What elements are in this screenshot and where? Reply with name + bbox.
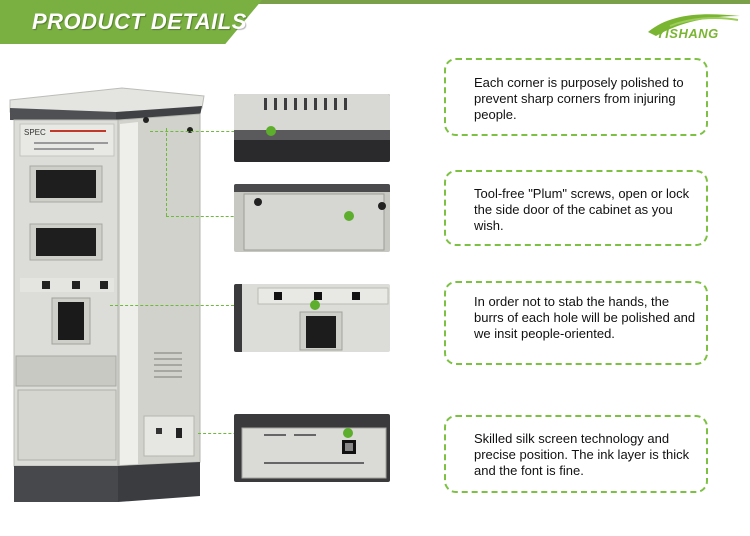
page-title: PRODUCT DETAILS — [32, 9, 247, 34]
detail-photo-screws — [234, 184, 390, 252]
brand-logo — [648, 14, 740, 36]
panel-brand: SPEC — [24, 128, 46, 137]
feature-text-holes: In order not to stab the hands, the burr… — [474, 294, 696, 341]
callout-dot-3 — [310, 300, 320, 310]
logo-swoosh — [648, 14, 740, 36]
callout-dot-2 — [344, 211, 354, 221]
feature-text-corner: Each corner is purposely polished to pre… — [474, 75, 684, 122]
title-ribbon — [0, 0, 262, 44]
feature-text-silkscreen: Skilled silk screen technology and preci… — [474, 431, 690, 478]
feature-text-screws: Tool-free "Plum" screws, open or lock th… — [474, 186, 690, 233]
cabinet-image: SPEC — [9, 87, 205, 502]
brand-logo-text: YISHANG — [656, 26, 719, 41]
callout-dot-4 — [343, 428, 353, 438]
detail-photo-silkscreen — [234, 414, 390, 482]
feature-callout-silkscreen: Skilled silk screen technology and preci… — [444, 415, 708, 493]
detail-photo-holes — [234, 284, 390, 352]
callout-dot-1 — [266, 126, 276, 136]
header-banner: PRODUCT DETAILS — [0, 0, 750, 44]
header-rule — [220, 0, 750, 4]
feature-callout-corner: Each corner is purposely polished to pre… — [444, 58, 708, 136]
connector-line-1 — [150, 131, 270, 132]
detail-photo-corner — [234, 94, 390, 162]
connector-vline-2 — [166, 128, 167, 216]
feature-callout-screws: Tool-free "Plum" screws, open or lock th… — [444, 170, 708, 246]
feature-callout-holes: In order not to stab the hands, the burr… — [444, 281, 708, 365]
